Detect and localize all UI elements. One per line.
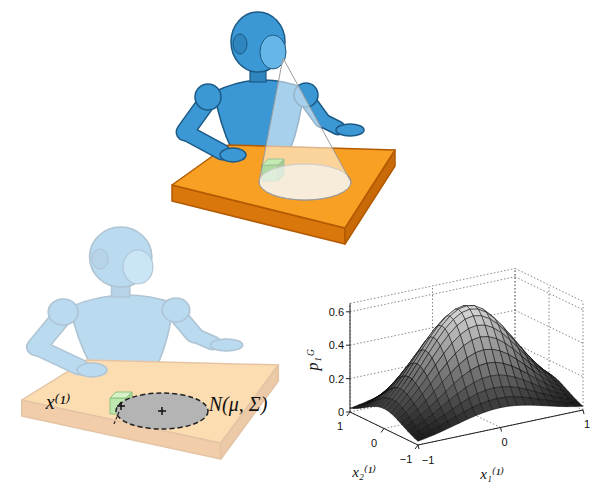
grid-line xyxy=(583,301,584,410)
tick-label: 0.2 xyxy=(329,373,344,385)
tick-label: −1 xyxy=(422,454,435,466)
tick-label: 1 xyxy=(584,418,590,430)
grid-line xyxy=(350,412,418,445)
tick-label: 0 xyxy=(338,406,344,418)
point-marker xyxy=(117,402,125,410)
tick-mark xyxy=(501,428,502,432)
tick-mark xyxy=(346,311,350,312)
tick-label: 0 xyxy=(501,435,507,447)
grid-line xyxy=(350,268,515,303)
grid-line xyxy=(350,277,515,312)
tick-label: −1 xyxy=(400,453,413,465)
belief-overlay xyxy=(110,392,208,429)
top-scene xyxy=(172,12,395,244)
view-cone xyxy=(259,58,351,200)
tick-label: 1 xyxy=(337,420,343,432)
grid-line xyxy=(350,303,351,412)
axis-line xyxy=(350,412,418,445)
axis-title: x₁⁽¹⁾ xyxy=(480,466,504,483)
robot-arms xyxy=(37,298,243,377)
tick-mark xyxy=(381,429,384,433)
dashed-leader xyxy=(114,412,119,424)
tick-mark xyxy=(346,345,350,346)
table xyxy=(22,360,278,459)
tick-label: 0 xyxy=(371,436,377,448)
robot xyxy=(70,227,173,365)
tick-mark xyxy=(346,378,350,379)
gaussian-surface xyxy=(350,306,583,441)
distribution-label: N(μ, Σ) xyxy=(209,393,268,415)
tick-mark xyxy=(583,410,584,414)
faded-scene xyxy=(22,227,278,459)
mean-marker xyxy=(158,407,166,415)
axis-title: p₁ᴳ xyxy=(304,350,322,371)
tick-mark xyxy=(418,445,419,449)
tick-mark xyxy=(415,445,418,449)
tick-label: 0.4 xyxy=(329,339,344,351)
axis-line xyxy=(350,303,351,412)
plot-grid xyxy=(350,268,583,445)
plot-axes xyxy=(350,303,583,445)
grid-line xyxy=(515,310,583,343)
tick-label: 0.6 xyxy=(329,306,344,318)
surface-patch xyxy=(415,435,427,442)
axis-title: x₂⁽¹⁾ xyxy=(352,464,376,481)
tick-mark xyxy=(347,412,350,416)
grid-line xyxy=(515,344,583,377)
grid-line xyxy=(515,268,583,301)
grid-line xyxy=(515,277,583,310)
tick-marks xyxy=(346,312,584,449)
gaussian-ellipse xyxy=(116,393,208,429)
point-label: x⁽¹⁾ xyxy=(46,391,71,413)
